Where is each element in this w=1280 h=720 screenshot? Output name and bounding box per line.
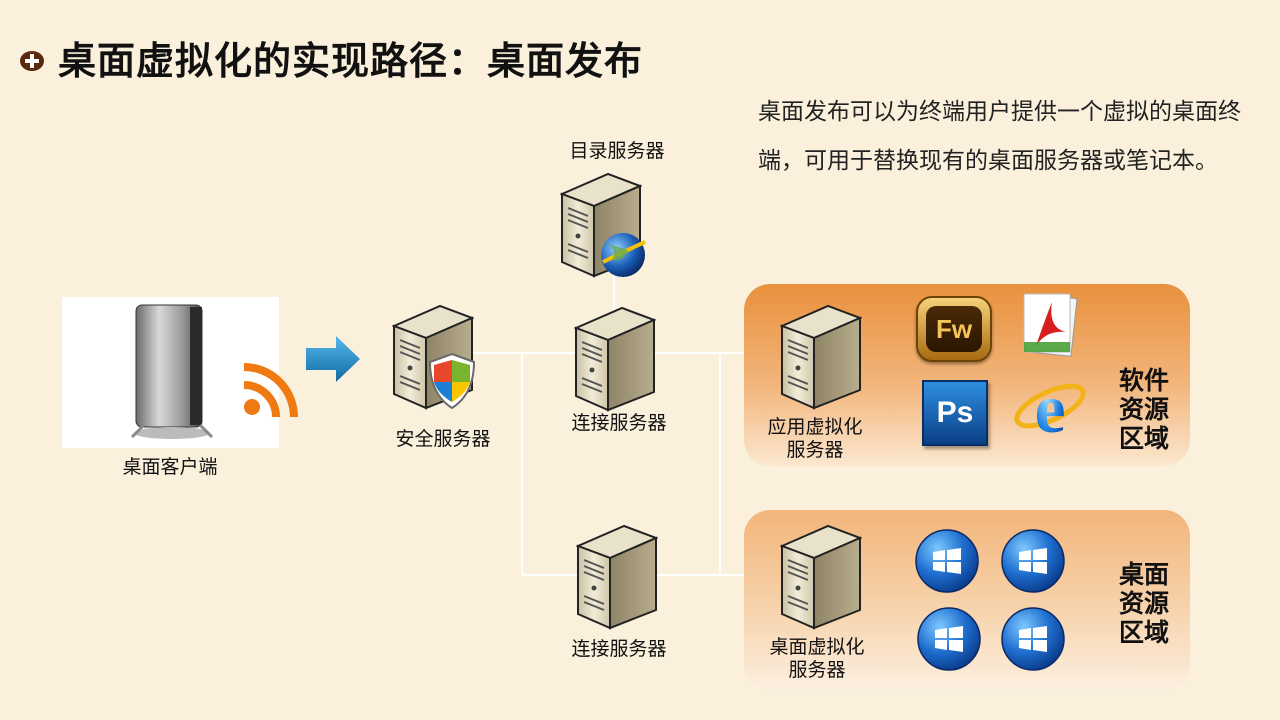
acrobat-icon (1022, 292, 1078, 358)
windows-orb-icon-2 (1000, 528, 1066, 594)
connection-server-top-label: 连接服务器 (554, 412, 684, 435)
directory-server-label: 目录服务器 (552, 140, 682, 163)
globe-icon (598, 230, 648, 280)
windows-orb-icon-1 (914, 528, 980, 594)
internet-explorer-icon: e (1012, 366, 1088, 444)
rss-icon (242, 361, 300, 419)
security-server-label: 安全服务器 (378, 428, 508, 451)
arrow-right-icon (306, 336, 364, 382)
photoshop-icon: Ps (922, 380, 988, 446)
desktop-zone-label: 桌面 资源 区域 (1114, 560, 1174, 647)
fireworks-icon: Fw (916, 296, 992, 362)
shield-icon (428, 352, 476, 410)
desktop-virtualization-server-label: 桌面虚拟化 服务器 (752, 636, 882, 682)
windows-orb-icon-4 (1000, 606, 1066, 672)
connection-server-top-icon (574, 300, 656, 412)
app-virtualization-server-label: 应用虚拟化 服务器 (750, 416, 880, 462)
client-label: 桌面客户端 (100, 456, 240, 479)
desktop-client-image (62, 297, 279, 448)
svg-text:e: e (1034, 371, 1065, 444)
connection-server-bottom-icon (576, 518, 658, 630)
connection-server-bottom-label: 连接服务器 (554, 638, 684, 661)
app-virtualization-server-icon (780, 298, 862, 410)
software-zone-label: 软件 资源 区域 (1114, 366, 1174, 453)
desktop-virtualization-server-icon (780, 518, 862, 630)
windows-orb-icon-3 (916, 606, 982, 672)
